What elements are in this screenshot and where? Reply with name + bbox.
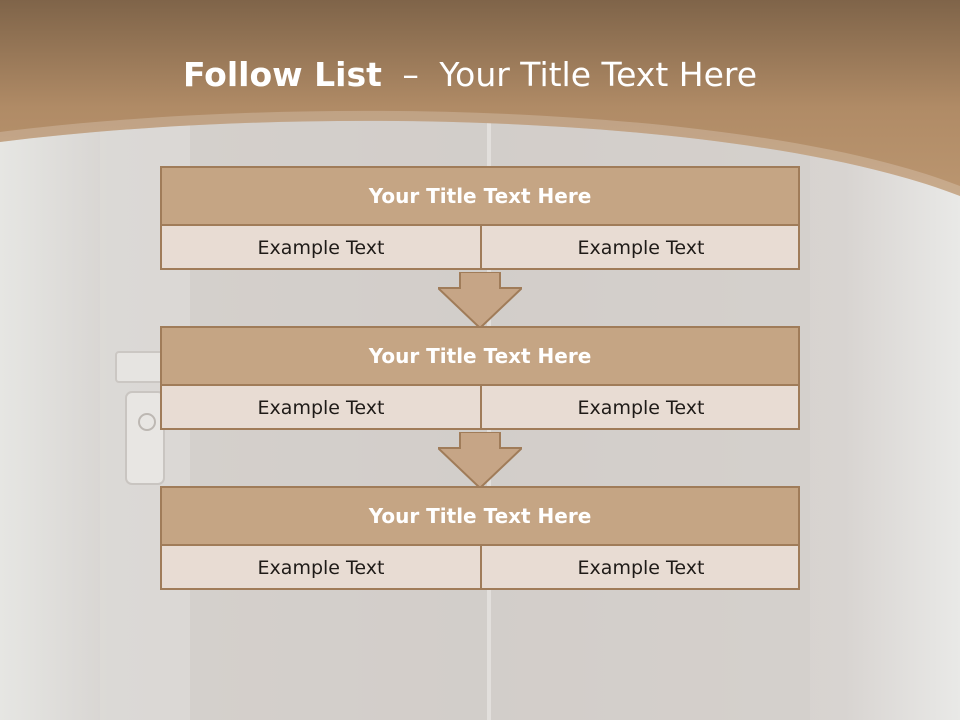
door-handle-plate — [125, 391, 165, 485]
block-2-left-text: Example Text — [162, 386, 482, 430]
title-rest: Your Title Text Here — [439, 55, 758, 94]
header-band — [0, 0, 960, 196]
block-3-left-text: Example Text — [162, 546, 482, 590]
door-handle — [115, 351, 165, 383]
title-bold-part: Follow List — [182, 55, 382, 94]
slide-title: Follow List – Your Title Text Here — [0, 52, 940, 98]
list-block-2: Your Title Text Here Example Text Exampl… — [160, 326, 800, 430]
down-arrow-2 — [438, 432, 522, 490]
block-1-title: Your Title Text Here — [162, 168, 798, 226]
block-1-left-text: Example Text — [162, 226, 482, 270]
list-block-3: Your Title Text Here Example Text Exampl… — [160, 486, 800, 590]
down-arrow-1 — [438, 272, 522, 330]
block-2-title: Your Title Text Here — [162, 328, 798, 386]
block-3-right-text: Example Text — [577, 557, 705, 579]
list-block-1: Your Title Text Here Example Text Exampl… — [160, 166, 800, 270]
title-dash: – — [402, 55, 419, 94]
block-3-title: Your Title Text Here — [162, 488, 798, 546]
block-1-right-text: Example Text — [577, 237, 705, 259]
block-2-right-text: Example Text — [577, 397, 705, 419]
door-lock — [138, 413, 156, 431]
header-arc-highlight — [0, 110, 960, 196]
